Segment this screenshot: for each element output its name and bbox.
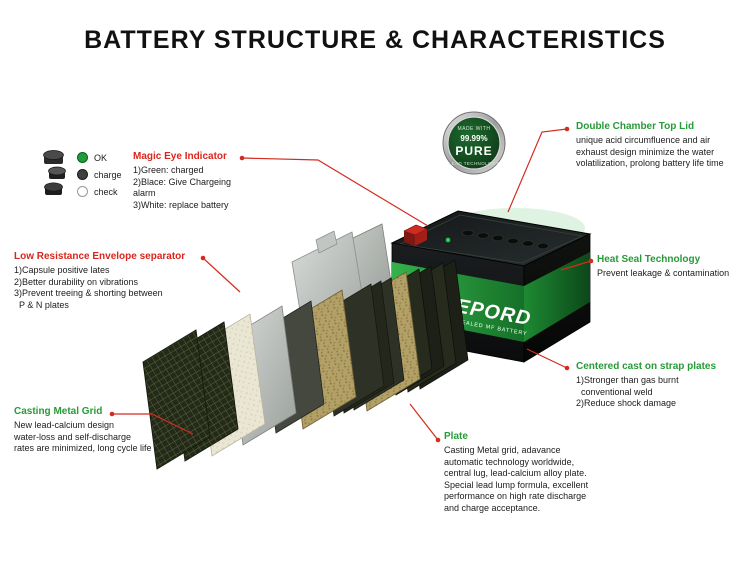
vent-caps: [462, 229, 549, 250]
callout-heading: Low Resistance Envelope separator: [14, 251, 186, 262]
white-indicator-icon: [77, 186, 88, 197]
callout-line-heat-seal: [560, 260, 592, 271]
callout-double-chamber: Double Chamber Top Lid unique acid circu…: [576, 121, 744, 170]
callout-low-resistance: Low Resistance Envelope separator 1)Caps…: [14, 251, 194, 311]
callout-body: unique acid circumfluence and air exhaus…: [576, 135, 724, 168]
callout-line-plate: [409, 403, 439, 441]
callout-body: Prevent leakage & contamination: [597, 268, 730, 278]
callout-body: 1)Capsule positive lates 2)Better durabi…: [14, 265, 163, 310]
legend-row-charge: charge: [77, 166, 122, 183]
terminal-part-icon: [44, 182, 63, 195]
terminal-part-icons: [43, 150, 66, 195]
legend-row-ok: OK: [77, 149, 122, 166]
battery-terminal: [403, 224, 428, 246]
callout-dots: [109, 126, 594, 443]
magic-eye-dot: [445, 237, 451, 243]
legend-label: OK: [94, 152, 108, 163]
casting-metal-grid-1: [142, 329, 211, 470]
legend-label: check: [94, 186, 118, 197]
plate-lug-tab: [315, 230, 338, 254]
indicator-legend: OK charge check: [77, 149, 122, 200]
callout-centered-cast: Centered cast on strap plates 1)Stronger…: [576, 361, 731, 410]
callout-line-low-resistance: [202, 257, 241, 293]
callout-heading: Centered cast on strap plates: [576, 361, 717, 372]
callout-body: Casting Metal grid, adavance automatic t…: [444, 445, 589, 513]
legend-label: charge: [94, 169, 122, 180]
badge-middle-text: PURE: [455, 144, 492, 158]
callout-plate: Plate Casting Metal grid, adavance autom…: [444, 431, 614, 514]
callout-heading: Casting Metal Grid: [14, 406, 103, 417]
battery-label-side: [524, 252, 590, 342]
legend-row-check: check: [77, 183, 122, 200]
terminal-part-icon: [43, 150, 64, 164]
callout-body: New lead-calcium design water-loss and s…: [14, 420, 152, 453]
terminal-part-icon: [48, 166, 66, 179]
badge-percent-text: 99.99%: [460, 134, 487, 143]
pure-lead-badge: MADE WITH 99.99% PURE LEAD TECHNOLOGY: [442, 111, 506, 175]
battery-lid-rim: [398, 214, 584, 264]
callout-line-centered-cast: [526, 348, 568, 369]
page-title: BATTERY STRUCTURE & CHARACTERISTICS: [84, 26, 666, 54]
callout-lines: [112, 128, 592, 441]
callout-body: 1)Green: charged 2)Blace: Give Chargeing…: [133, 165, 232, 210]
callout-heading: Double Chamber Top Lid: [576, 121, 695, 132]
callout-heading: Magic Eye Indicator: [133, 151, 227, 162]
dark-indicator-icon: [77, 169, 88, 180]
callout-line-magic-eye: [241, 157, 429, 227]
callout-heading: Plate: [444, 431, 468, 442]
green-indicator-icon: [77, 152, 88, 163]
callout-casting-grid: Casting Metal Grid New lead-calcium desi…: [14, 406, 179, 455]
callout-heat-seal: Heat Seal Technology Prevent leakage & c…: [597, 254, 745, 280]
callout-body: 1)Stronger than gas burnt conventional w…: [576, 375, 679, 408]
callout-line-double-chamber: [507, 128, 568, 213]
callout-heading: Heat Seal Technology: [597, 254, 701, 265]
badge-top-text: MADE WITH: [457, 126, 490, 132]
callout-magic-eye: Magic Eye Indicator 1)Green: charged 2)B…: [133, 151, 253, 211]
callout-line-casting-grid: [112, 413, 194, 435]
badge-bottom-text: LEAD TECHNOLOGY: [449, 161, 499, 166]
